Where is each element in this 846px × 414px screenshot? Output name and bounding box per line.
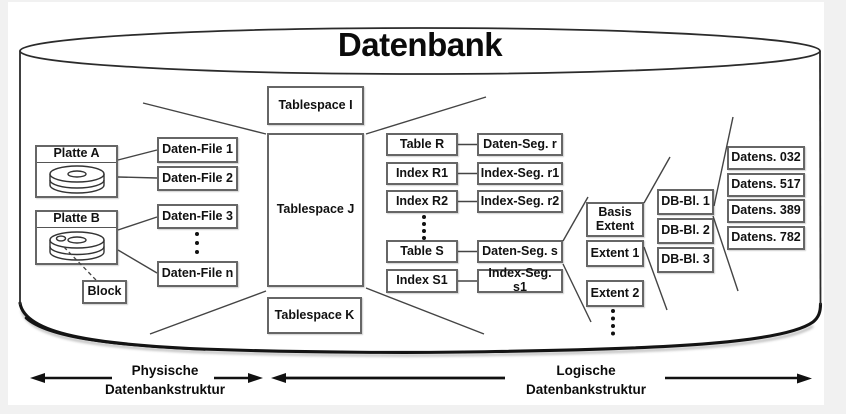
record-032-label: Datens. 032 xyxy=(731,150,801,165)
legend-physical-line2: Datenbankstruktur xyxy=(104,381,226,397)
index-seg-s1-box: Index-Seg. s1 xyxy=(477,266,563,294)
data-file-n-box: Daten-File n xyxy=(157,261,238,287)
index-seg-r1-label: Index-Seg. r1 xyxy=(480,165,560,180)
db-block-1-box: DB-Bl. 1 xyxy=(657,189,714,215)
index-r2-label: Index R2 xyxy=(395,193,449,208)
record-517-label: Datens. 517 xyxy=(731,177,801,192)
block-label: Block xyxy=(87,284,122,299)
data-file-2-box: Daten-File 2 xyxy=(157,166,238,191)
data-file-2-label: Daten-File 2 xyxy=(162,170,233,185)
table-s-label: Table S xyxy=(400,243,444,258)
db-block-2-label: DB-Bl. 2 xyxy=(661,223,710,238)
disk-b-label: Platte B xyxy=(37,211,116,228)
index-seg-r1-box: Index-Seg. r1 xyxy=(477,162,563,185)
daten-seg-s-box: Daten-Seg. s xyxy=(477,240,563,263)
table-r-box: Table R xyxy=(386,133,458,156)
record-389-label: Datens. 389 xyxy=(731,203,801,218)
db-block-2-box: DB-Bl. 2 xyxy=(657,218,714,244)
index-r1-box: Index R1 xyxy=(386,162,458,185)
disk-a-label: Platte A xyxy=(37,146,116,163)
legend-physical-line1: Physische xyxy=(131,363,199,378)
tablespace-k-box: Tablespace K xyxy=(267,297,362,334)
index-s1-box: Index S1 xyxy=(386,269,458,293)
index-r1-label: Index R1 xyxy=(395,165,449,180)
tablespace-i-box: Tablespace I xyxy=(267,86,364,125)
data-file-1-label: Daten-File 1 xyxy=(162,142,233,157)
table-s-box: Table S xyxy=(386,240,458,263)
block-box: Block xyxy=(82,280,127,304)
disk-b-box: Platte B xyxy=(35,210,118,265)
diagram-title: Datenbank xyxy=(337,26,503,63)
daten-seg-s-label: Daten-Seg. s xyxy=(482,243,558,258)
record-782-label: Datens. 782 xyxy=(731,230,801,245)
legend-physical: Physische Datenbankstruktur xyxy=(90,362,240,400)
record-782-box: Datens. 782 xyxy=(727,226,805,250)
extent-2-label: Extent 2 xyxy=(590,285,640,300)
disk-icon xyxy=(48,165,105,194)
legend-logical-line2: Datenbankstruktur xyxy=(525,381,647,397)
legend-logical-line1: Logische xyxy=(556,363,616,378)
record-389-box: Datens. 389 xyxy=(727,199,805,223)
index-seg-r2-label: Index-Seg. r2 xyxy=(480,193,560,208)
record-032-box: Datens. 032 xyxy=(727,146,805,170)
data-file-3-box: Daten-File 3 xyxy=(157,204,238,229)
extent-1-label: Extent 1 xyxy=(590,245,640,260)
data-file-n-label: Daten-File n xyxy=(161,266,234,281)
tablespace-k-label: Tablespace K xyxy=(274,307,355,322)
block-location-marker xyxy=(55,235,66,242)
index-s1-label: Index S1 xyxy=(396,273,448,288)
data-file-1-box: Daten-File 1 xyxy=(157,137,238,163)
disk-a-box: Platte A xyxy=(35,145,118,198)
data-file-3-label: Daten-File 3 xyxy=(162,208,233,223)
tablespace-i-label: Tablespace I xyxy=(278,97,353,112)
disk-icon xyxy=(48,231,105,261)
db-block-3-box: DB-Bl. 3 xyxy=(657,247,714,273)
daten-seg-r-label: Daten-Seg. r xyxy=(483,136,557,151)
index-r2-box: Index R2 xyxy=(386,190,458,213)
extent-1-box: Extent 1 xyxy=(586,240,644,267)
index-seg-s1-label: Index-Seg. s1 xyxy=(488,266,552,294)
tablespace-j-box: Tablespace J xyxy=(267,133,364,287)
extent-2-box: Extent 2 xyxy=(586,280,644,307)
index-seg-r2-box: Index-Seg. r2 xyxy=(477,190,563,213)
legend-logical: Logische Datenbankstruktur xyxy=(511,362,661,400)
tablespace-j-label: Tablespace J xyxy=(276,202,355,217)
record-517-box: Datens. 517 xyxy=(727,173,805,197)
basis-extent-box: Basis Extent xyxy=(586,202,644,237)
basis-extent-label: Basis Extent xyxy=(595,204,635,233)
daten-seg-r-box: Daten-Seg. r xyxy=(477,133,563,156)
db-block-1-label: DB-Bl. 1 xyxy=(661,194,710,209)
table-r-label: Table R xyxy=(399,136,445,151)
db-block-3-label: DB-Bl. 3 xyxy=(661,252,710,267)
